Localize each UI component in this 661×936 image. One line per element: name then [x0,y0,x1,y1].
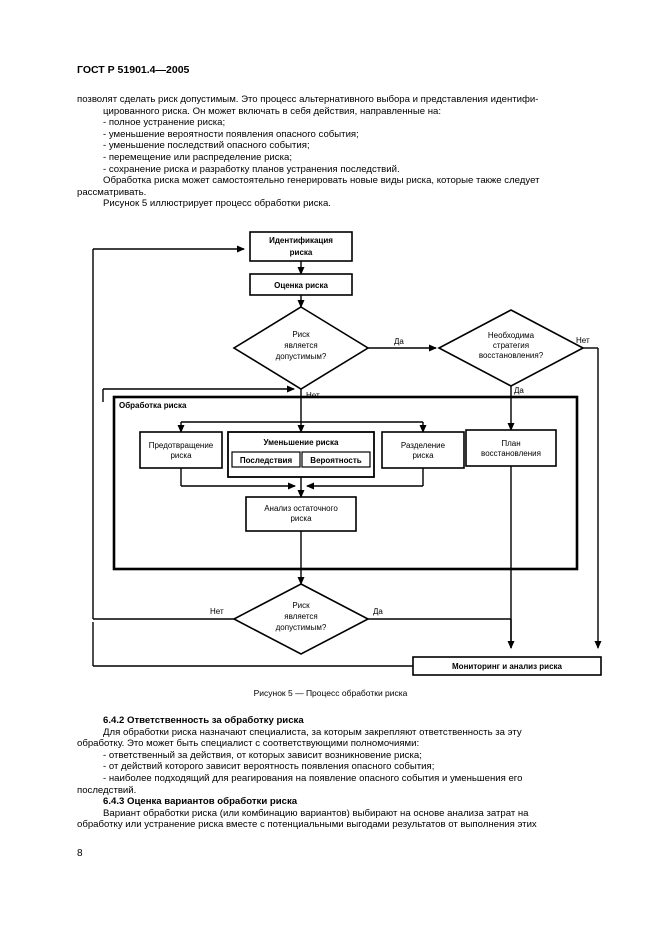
yes-label-down: Да [514,386,524,395]
identification-box [249,231,353,262]
assessment-label: Оценка риска [274,281,328,290]
residual-label: Анализ остаточного [264,504,338,513]
section-heading: 6.4.3 Оценка вариантов обработки риска [103,796,298,808]
paragraph-line: Для обработки риска назначают специалист… [103,726,522,738]
no-label-2: Нет [210,607,224,616]
yes-label-1: Да [394,337,404,346]
paragraph-line: Обработка риска может самостоятельно ген… [103,175,540,187]
intro-bullet: - уменьшение вероятности появления опасн… [103,128,359,140]
treatment-container [112,395,579,571]
assessment-box [249,273,353,296]
paragraph-line: обработку. Это может быть специалист с с… [77,738,420,750]
recovery-plan-label: План [501,439,520,448]
recovery-decision-label: Необходима [488,331,535,340]
no-label-1: Нет [306,391,320,400]
consequences-box [231,451,301,468]
no-label-right: Нет [576,336,590,345]
decision2-label: допустимым? [276,623,327,632]
paragraph-line: рассматривать. [77,186,147,198]
decision1-label: является [284,341,318,350]
consequences-label: Последствия [240,456,293,465]
section-bullet: - от действий которого зависит вероятнос… [103,761,435,773]
intro-bullet: - перемещение или распределение риска; [103,151,292,163]
monitoring-label: Мониторинг и анализ риска [452,662,563,671]
intro-bullet: - уменьшение последствий опасного событи… [103,140,310,152]
section-heading: 6.4.2 Ответственность за обработку риска [103,715,304,726]
yes-label-2: Да [373,607,383,616]
reduction-title: Уменьшение риска [264,438,339,447]
prevention-label: Предотвращение [149,441,214,450]
intro-line: цированного риска. Он может включать в с… [103,105,442,117]
paragraph-line: Рисунок 5 иллюстрирует процесс обработки… [103,198,331,210]
section-bullet: - наиболее подходящий для реагирования н… [103,772,523,784]
paragraph-line: последствий. [77,784,137,796]
section-bullet: - ответственный за действия, от которых … [103,749,422,761]
recovery-plan-box [465,429,557,467]
recovery-plan-label: восстановления [481,449,541,458]
probability-box [301,451,371,468]
prevention-label: риска [170,451,192,460]
identification-label: риска [290,248,313,257]
transfer-box [381,431,465,469]
decision1-label: Риск [292,330,310,339]
decision1-label: допустимым? [276,352,327,361]
paragraph-line: обработку или устранение риска вместе с … [77,819,537,831]
decision2-label: Риск [292,601,310,610]
treatment-title: Обработка риска [119,401,187,410]
residual-label: риска [290,514,312,523]
prevention-box [139,431,223,469]
section-642: 6.4.2 Ответственность за обработку риска… [77,715,615,831]
transfer-label: риска [412,451,434,460]
intro-bullet: - сохранение риска и разработку планов у… [103,163,400,175]
intro-bullet: - полное устранение риска; [103,117,226,129]
transfer-label: Разделение [401,441,446,450]
decision-acceptable-2 [232,583,370,655]
document-header: ГОСТ Р 51901.4—2005 [77,64,190,76]
recovery-decision-label: стратегия [493,341,529,350]
intro-block: позволят сделать риск допустимым. Это пр… [77,94,615,210]
residual-box [245,496,357,532]
recovery-decision-label: восстановления? [479,351,544,360]
decision2-label: является [284,612,318,621]
page-number: 8 [77,848,83,859]
decision-recovery [437,309,585,387]
figure-caption: Рисунок 5 — Процесс обработки риска [253,688,408,698]
decision-acceptable-1 [232,306,370,390]
intro-line: позволят сделать риск допустимым. Это пр… [77,94,539,105]
probability-label: Вероятность [310,456,361,465]
monitoring-box [412,656,602,676]
paragraph-line: Вариант обработки риска (или комбинацию … [103,807,529,819]
identification-label: Идентификация [269,236,333,245]
